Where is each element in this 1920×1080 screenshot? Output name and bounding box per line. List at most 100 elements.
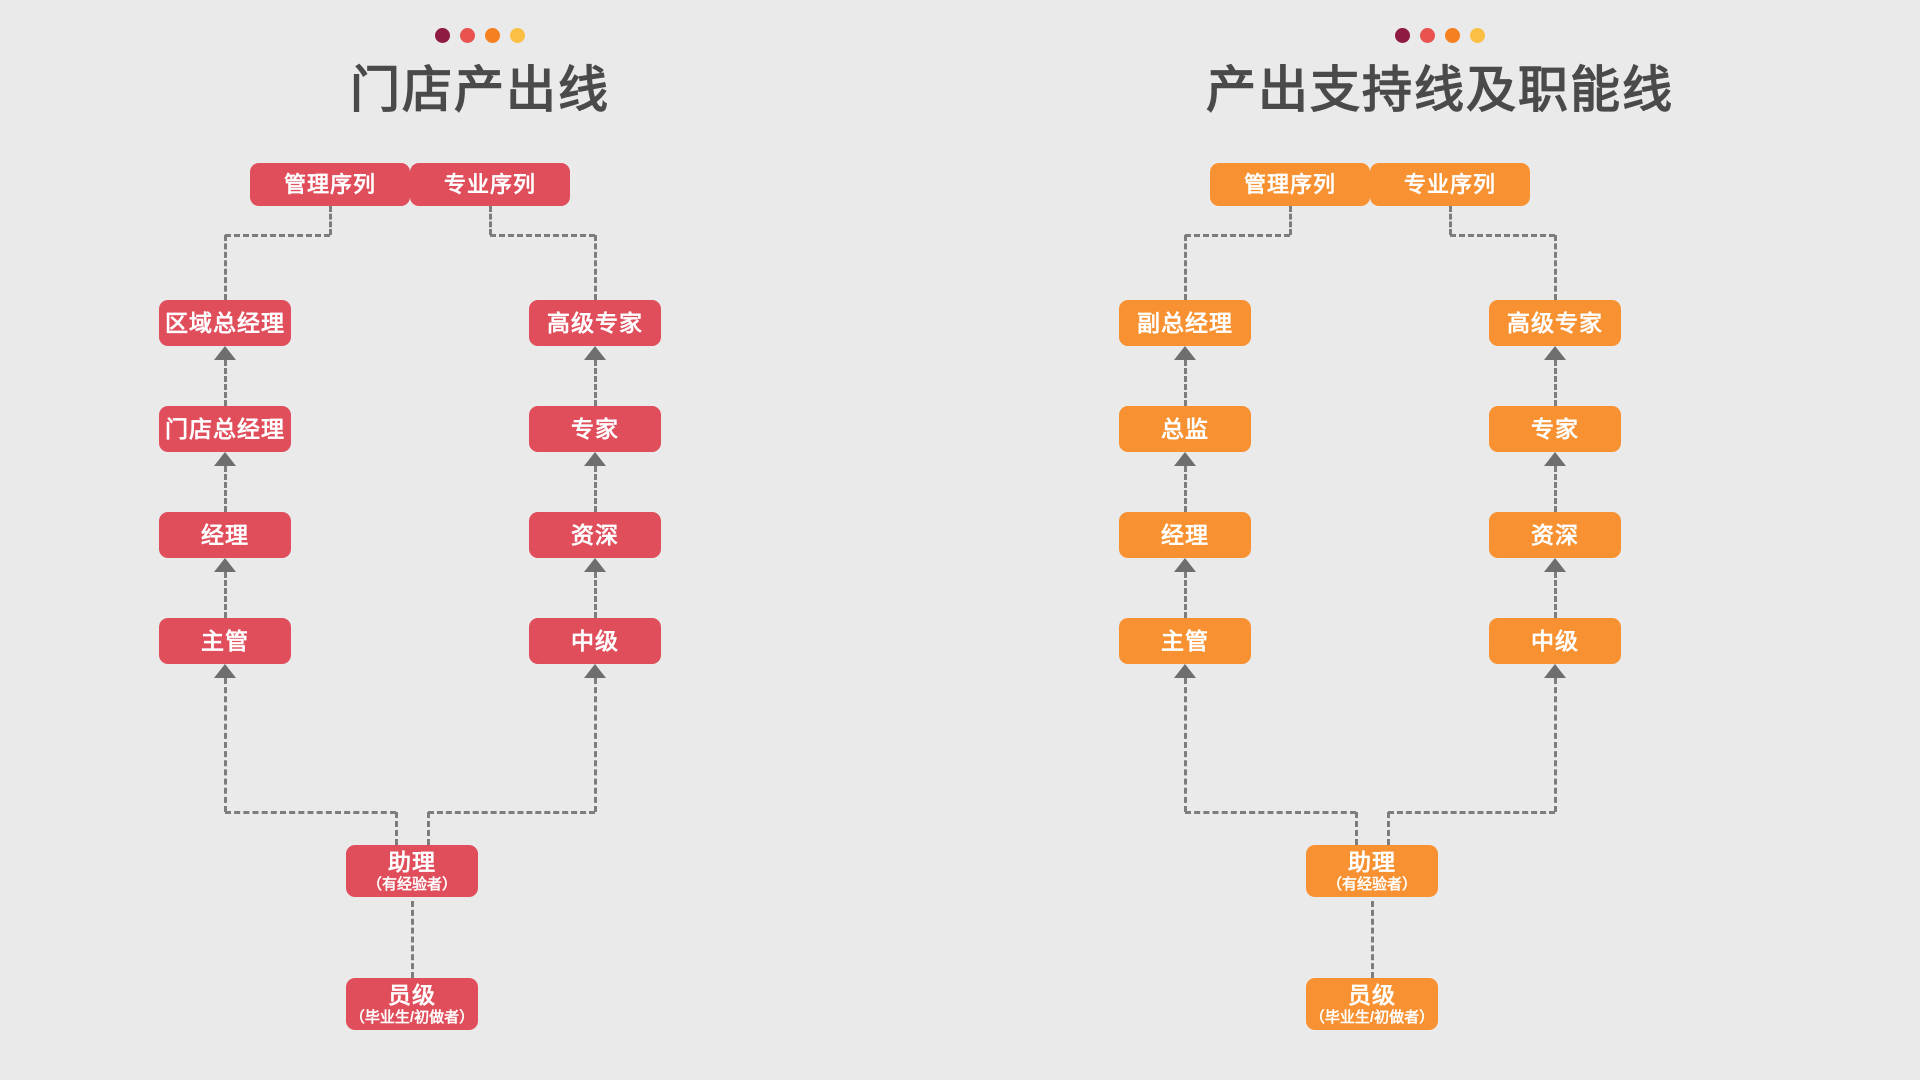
sequence-label-text: 专业序列 <box>1403 171 1496 197</box>
rank-node: 高级专家 <box>1489 300 1621 346</box>
rank-node: 资深 <box>1489 512 1621 558</box>
arrow-up-icon <box>584 558 606 572</box>
rank-node: 总监 <box>1119 406 1251 452</box>
rank-node-label: 区域总经理 <box>165 309 285 336</box>
arrow-up-icon <box>1174 558 1196 572</box>
base-node-entry: 员级（毕业生/初做者） <box>1306 978 1438 1030</box>
rank-node-label: 总监 <box>1161 415 1209 442</box>
connector-base-rail-left <box>225 810 396 814</box>
decorative-dots <box>1395 28 1485 43</box>
connector-rank-step <box>1553 572 1557 618</box>
rank-node-label: 副总经理 <box>1137 309 1233 336</box>
connector-base-riser <box>223 678 227 812</box>
arrow-up-icon <box>1544 664 1566 678</box>
rank-node-label: 经理 <box>201 521 249 548</box>
base-node-subtitle: （毕业生/初做者） <box>349 1008 475 1026</box>
connector-assist-up-right <box>426 812 430 845</box>
sequence-label-text: 管理序列 <box>283 171 376 197</box>
base-node-subtitle: （有经验者） <box>366 875 457 893</box>
arrow-up-icon <box>1174 346 1196 360</box>
arrow-up-icon <box>214 664 236 678</box>
connector-base-riser <box>1553 678 1557 812</box>
connector-rank-step <box>1183 360 1187 406</box>
rank-node: 主管 <box>1119 618 1251 664</box>
decorative-dot-3 <box>485 28 500 43</box>
base-node-assistant: 助理（有经验者） <box>346 845 478 897</box>
arrow-up-icon <box>214 452 236 466</box>
connector-mgmt-stub <box>1288 206 1292 235</box>
arrow-up-icon <box>1544 558 1566 572</box>
panel-title: 产出支持线及职能线 <box>1206 62 1674 118</box>
panel-title: 门店产出线 <box>350 62 610 118</box>
rank-node-label: 中级 <box>571 627 619 654</box>
decorative-dot-4 <box>510 28 525 43</box>
connector-mgmt-drop <box>223 235 227 300</box>
connector-base-rail-left <box>1185 810 1356 814</box>
rank-node-label: 主管 <box>1161 627 1209 654</box>
base-node-title: 员级 <box>1348 981 1396 1008</box>
rank-node: 专家 <box>529 406 661 452</box>
rank-node-label: 门店总经理 <box>165 415 285 442</box>
connector-prof-stub <box>488 206 492 235</box>
arrow-up-icon <box>1174 664 1196 678</box>
base-node-title: 员级 <box>388 981 436 1008</box>
sequence-label-management: 管理序列 <box>1210 163 1370 206</box>
rank-node: 主管 <box>159 618 291 664</box>
connector-entry-to-assistant <box>410 901 414 978</box>
panel-store-output-line: 门店产出线管理序列 专业序列区域总经理门店总经理经理主管 高级专家专家资深中级助理（… <box>159 28 661 1030</box>
connector-prof-elbow <box>1450 233 1555 237</box>
connector-base-rail-right <box>1388 810 1555 814</box>
connector-prof-drop <box>1553 235 1557 300</box>
rank-node: 经理 <box>1119 512 1251 558</box>
rank-node: 区域总经理 <box>159 300 291 346</box>
arrow-up-icon <box>1174 452 1196 466</box>
connector-rank-step <box>593 572 597 618</box>
rank-node-label: 主管 <box>201 627 249 654</box>
connector-rank-step <box>1183 466 1187 512</box>
connector-base-riser <box>593 678 597 812</box>
base-node-subtitle: （毕业生/初做者） <box>1309 1008 1435 1026</box>
rank-node: 资深 <box>529 512 661 558</box>
rank-node: 高级专家 <box>529 300 661 346</box>
decorative-dot-4 <box>1470 28 1485 43</box>
connector-rank-step <box>223 360 227 406</box>
connector-assist-up-left <box>1354 812 1358 845</box>
rank-node-label: 专家 <box>571 415 619 442</box>
rank-node: 专家 <box>1489 406 1621 452</box>
decorative-dot-1 <box>1395 28 1410 43</box>
base-node-assistant: 助理（有经验者） <box>1306 845 1438 897</box>
rank-node: 中级 <box>529 618 661 664</box>
sequence-label-text: 管理序列 <box>1243 171 1336 197</box>
arrow-up-icon <box>214 558 236 572</box>
rank-node: 副总经理 <box>1119 300 1251 346</box>
rank-node-label: 中级 <box>1531 627 1579 654</box>
decorative-dot-2 <box>1420 28 1435 43</box>
base-node-entry: 员级（毕业生/初做者） <box>346 978 478 1030</box>
arrow-up-icon <box>1544 452 1566 466</box>
rank-node: 中级 <box>1489 618 1621 664</box>
rank-node-label: 高级专家 <box>547 309 643 336</box>
sequence-label-management: 管理序列 <box>250 163 410 206</box>
arrow-up-icon <box>1544 346 1566 360</box>
rank-node-label: 专家 <box>1531 415 1579 442</box>
connector-mgmt-drop <box>1183 235 1187 300</box>
base-node-title: 助理 <box>1348 848 1396 875</box>
decorative-dot-3 <box>1445 28 1460 43</box>
decorative-dot-1 <box>435 28 450 43</box>
rank-node-label: 高级专家 <box>1507 309 1603 336</box>
rank-node-label: 资深 <box>1531 521 1579 548</box>
connector-assist-up-right <box>1386 812 1390 845</box>
connector-prof-stub <box>1448 206 1452 235</box>
sequence-label-professional: 专业序列 <box>410 163 570 206</box>
connector-rank-step <box>1183 572 1187 618</box>
panel-output-support-and-function-line: 产出支持线及职能线管理序列专业序列副总经理总监经理主管高级专家专家资深中级助理（… <box>960 0 1920 1080</box>
connector-rank-step <box>593 466 597 512</box>
connector-mgmt-stub <box>328 206 332 235</box>
connector-mgmt-elbow <box>225 233 330 237</box>
arrow-up-icon <box>584 346 606 360</box>
arrow-up-icon <box>584 664 606 678</box>
connector-rank-step <box>593 360 597 406</box>
connector-prof-elbow <box>490 233 595 237</box>
sequence-label-professional: 专业序列 <box>1370 163 1530 206</box>
